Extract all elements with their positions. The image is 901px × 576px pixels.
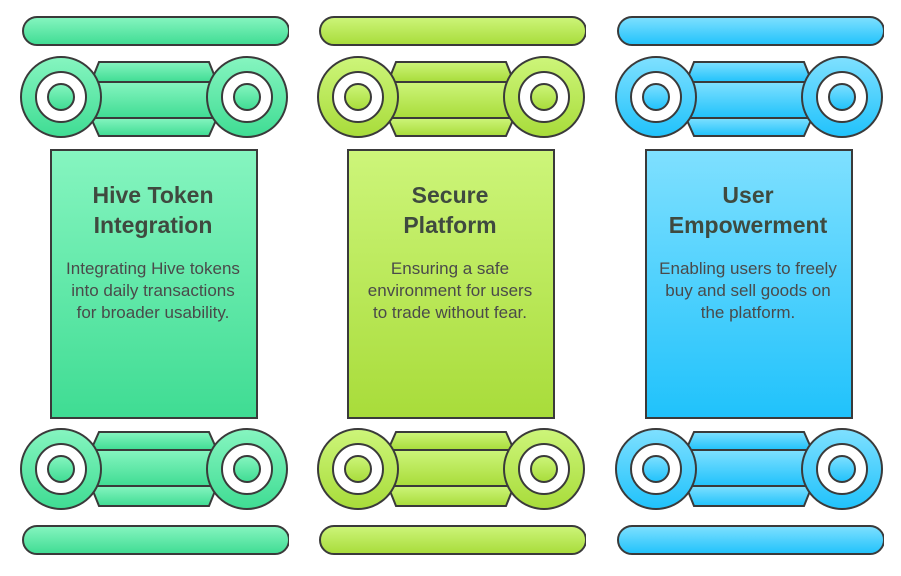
bottom-base-bar [617, 525, 884, 555]
capital-middle [88, 81, 220, 119]
capital-middle [385, 81, 517, 119]
capital-top-band [684, 61, 814, 83]
ionic-column-icon [615, 16, 884, 555]
column-shaft [645, 149, 853, 419]
pillar-text: User Empowerment Enabling users to freel… [658, 180, 838, 324]
volute-eye [828, 83, 856, 111]
pillar-title: Hive Token Integration [63, 180, 243, 240]
capital-middle [683, 81, 815, 119]
volute-eye [530, 83, 558, 111]
capital-top-band [89, 61, 219, 83]
pillar-title: User Empowerment [658, 180, 838, 240]
title-line-1: Hive Token [92, 182, 214, 208]
base-top-band [386, 431, 516, 451]
base-middle [683, 449, 815, 487]
top-cap-bar [22, 16, 289, 46]
capital-bottom-band [386, 117, 516, 137]
bottom-base-bar [22, 525, 289, 555]
volute-eye [344, 455, 372, 483]
title-line-1: Secure [411, 182, 489, 208]
base-bottom-band [89, 485, 219, 507]
volute-eye [233, 455, 261, 483]
pillar-description: Ensuring a safe environment for users to… [367, 259, 533, 322]
pillar-hive-token-integration: Hive Token Integration Integrating Hive … [19, 0, 289, 576]
base-middle [385, 449, 517, 487]
pillar-text: Hive Token Integration Integrating Hive … [63, 180, 243, 324]
top-cap-bar [617, 16, 884, 46]
ionic-column-icon [317, 16, 586, 555]
volute-eye [47, 455, 75, 483]
volute-eye [530, 455, 558, 483]
ionic-column-icon [20, 16, 289, 555]
volute-eye [344, 83, 372, 111]
volute-eye [233, 83, 261, 111]
title-line-2: Platform [403, 212, 497, 238]
top-cap-bar [319, 16, 586, 46]
column-shaft [347, 149, 555, 419]
bottom-base-bar [319, 525, 586, 555]
capital-bottom-band [89, 117, 219, 137]
volute-eye [47, 83, 75, 111]
title-line-2: Empowerment [668, 212, 828, 238]
base-bottom-band [684, 485, 814, 507]
base-top-band [684, 431, 814, 451]
pillar-title: Secure Platform [360, 180, 540, 240]
volute-eye [642, 83, 670, 111]
base-bottom-band [386, 485, 516, 507]
title-line-1: User [722, 182, 774, 208]
capital-bottom-band [684, 117, 814, 137]
volute-eye [642, 455, 670, 483]
column-shaft [50, 149, 258, 419]
capital-top-band [386, 61, 516, 83]
pillar-text: Secure Platform Ensuring a safe environm… [360, 180, 540, 324]
pillar-description: Integrating Hive tokens into daily trans… [66, 259, 240, 322]
pillar-user-empowerment: User Empowerment Enabling users to freel… [614, 0, 884, 576]
base-middle [88, 449, 220, 487]
pillar-secure-platform: Secure Platform Ensuring a safe environm… [316, 0, 586, 576]
base-top-band [89, 431, 219, 451]
volute-eye [828, 455, 856, 483]
title-line-2: Integration [93, 212, 213, 238]
pillar-description: Enabling users to freely buy and sell go… [659, 259, 837, 322]
